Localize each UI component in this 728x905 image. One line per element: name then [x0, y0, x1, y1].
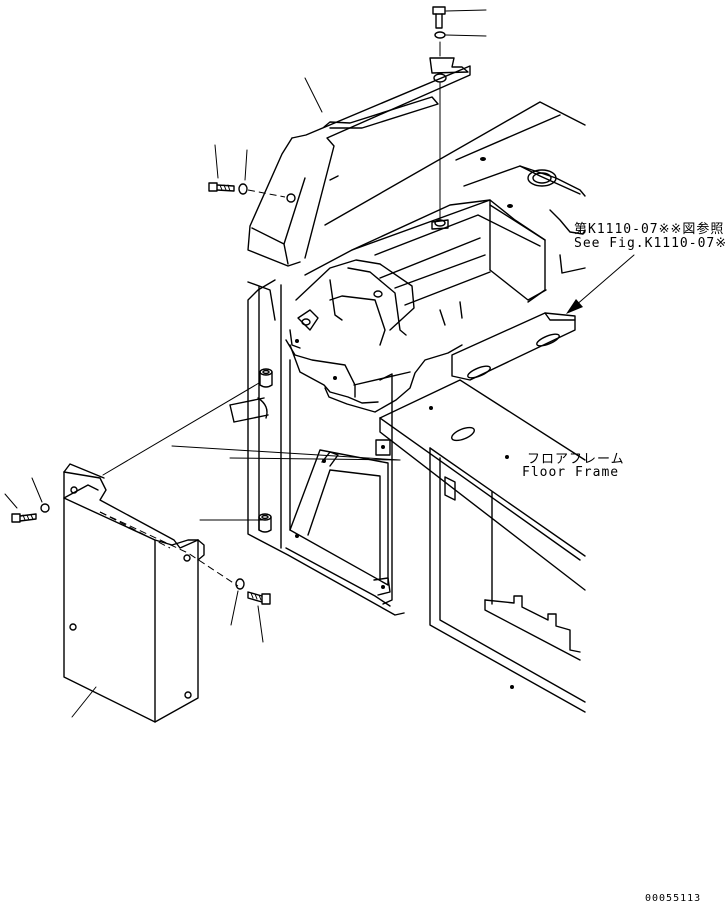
floor-frame-label-jp: フロアフレーム	[527, 452, 625, 467]
upper-cover-panel	[247, 65, 471, 267]
right-washer-lower	[230, 578, 245, 626]
cab-body	[247, 101, 586, 616]
air-duct	[285, 199, 547, 413]
left-washer-upper	[238, 149, 286, 198]
floor-frame	[379, 379, 586, 713]
lower-side-cover	[63, 463, 205, 723]
drawing-number: 00055113	[645, 893, 702, 904]
tube-stub	[229, 397, 269, 423]
top-bolt	[432, 6, 487, 29]
reference-note-en: See Fig.K1110-07※※	[574, 236, 728, 251]
spacer-upper	[259, 368, 273, 388]
center-bracket	[289, 439, 391, 596]
assembly-guide-lines	[99, 382, 401, 587]
reference-arrow	[566, 254, 635, 314]
right-bolt-lower	[247, 591, 271, 643]
nut-plate	[429, 41, 469, 221]
floor-frame-label-en: Floor Frame	[522, 465, 620, 480]
top-washer	[434, 31, 487, 39]
reference-note-jp: 第K1110-07※※図参照	[574, 222, 725, 237]
left-washer-lower	[31, 477, 50, 513]
left-bolt-upper	[208, 144, 235, 192]
mounting-bracket	[451, 312, 576, 381]
left-bolt-lower	[4, 493, 37, 523]
spacer-lower	[258, 513, 272, 533]
